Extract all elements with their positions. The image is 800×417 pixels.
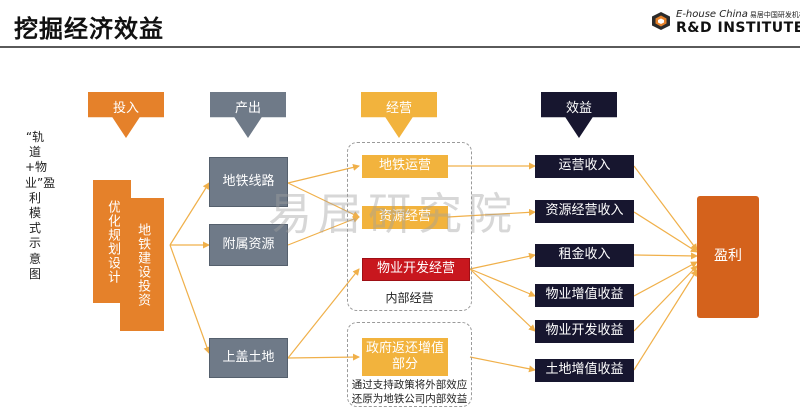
operation-box-gov-refund: 政府返还增值部分 <box>362 338 448 376</box>
link-property-dev-income <box>469 268 536 332</box>
operation-box-property-dev: 物业开发经营 <box>362 258 470 281</box>
gov-refund-note: 通过支持政策将外部效应 还原为地铁公司内部效益 <box>347 379 472 406</box>
link-input-metro-line <box>169 182 210 246</box>
input-box-investment: 地铁建设投资 <box>120 198 164 331</box>
brand-main-text: R&D INSTITUTE <box>676 20 800 36</box>
internal-ops-label: 内部经营 <box>385 291 434 305</box>
brand-tagline: E-house China易居中国研发机构 <box>676 9 800 20</box>
link-resource-income-result <box>633 211 698 253</box>
gov-refund-note-line-1: 通过支持政策将外部效应 <box>351 379 468 391</box>
benefit-box-property-dev-income: 物业开发收益 <box>535 320 634 343</box>
benefit-box-ops-income: 运营收入 <box>535 155 634 178</box>
benefit-box-property-appreciation: 物业增值收益 <box>535 284 634 307</box>
link-land-appreciation-result <box>633 269 698 371</box>
page-title: 挖掘经济效益 <box>14 15 164 43</box>
result-box-profit: 盈利 <box>697 196 759 318</box>
output-box-metro-line: 地铁线路 <box>209 157 288 207</box>
link-gov-land-appreciation <box>469 356 536 373</box>
benefit-box-land-appreciation: 土地增值收益 <box>535 359 634 382</box>
brand-logo-icon <box>652 12 670 30</box>
benefit-box-rent-income: 租金收入 <box>535 244 634 267</box>
link-dev-income-result <box>633 265 698 332</box>
benefit-box-resource-income: 资源经营收入 <box>535 200 634 223</box>
gov-refund-group <box>347 322 472 407</box>
input-box-investment-label: 地铁建设投资 <box>135 222 151 307</box>
brand-name-en: E-house China <box>676 9 748 20</box>
link-resource-resource-income <box>447 208 536 218</box>
link-property-appreciation <box>469 268 536 297</box>
input-box-planning-label: 优化规划设计 <box>105 199 121 284</box>
operation-box-resource-ops: 资源经营 <box>362 206 448 229</box>
link-input-land <box>169 244 211 354</box>
link-appreciation-result <box>633 261 698 297</box>
link-rent-result <box>633 252 698 260</box>
operation-box-metro-ops: 地铁运营 <box>362 155 448 178</box>
output-box-ancillary: 附属资源 <box>209 224 288 266</box>
gov-refund-note-line-2: 还原为地铁公司内部效益 <box>351 392 468 405</box>
title-divider <box>0 46 800 48</box>
link-ops-income-result <box>633 165 698 251</box>
internal-ops-group <box>347 142 472 311</box>
brand-name-cn: 易居中国研发机构 <box>749 11 800 19</box>
output-box-land: 上盖土地 <box>209 338 288 378</box>
link-property-rent <box>469 252 536 270</box>
